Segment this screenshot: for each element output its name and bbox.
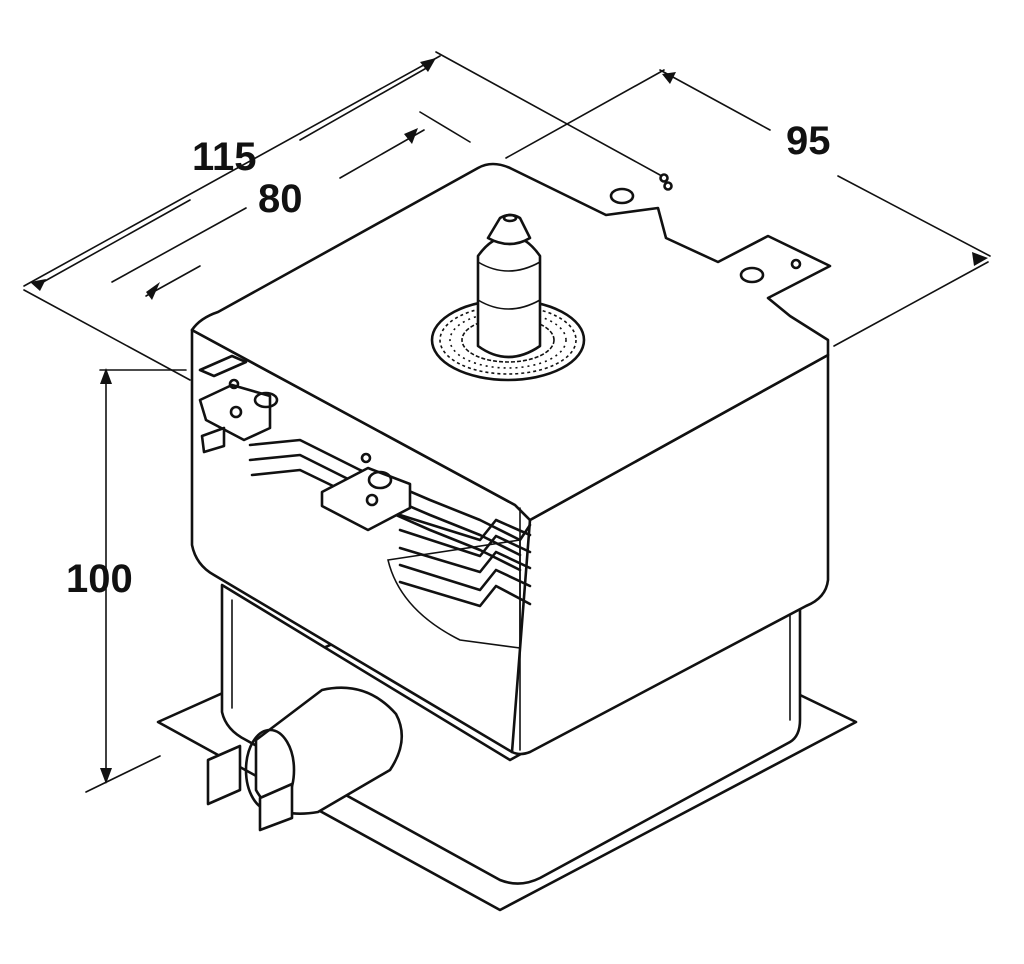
dimension-label-height: 100	[66, 557, 133, 601]
filament-connector	[206, 686, 404, 832]
lower-housing	[220, 583, 802, 885]
dimension-label-width-outer: 115	[192, 135, 257, 179]
mounting-holes-rear	[609, 173, 802, 284]
antenna	[430, 213, 586, 382]
dimension-label-depth: 95	[786, 119, 831, 163]
dimension-lines	[23, 51, 991, 793]
mounting-tab-left	[198, 354, 279, 454]
dimension-label-width-inner: 80	[258, 177, 303, 221]
mounting-tab-front	[320, 452, 412, 532]
